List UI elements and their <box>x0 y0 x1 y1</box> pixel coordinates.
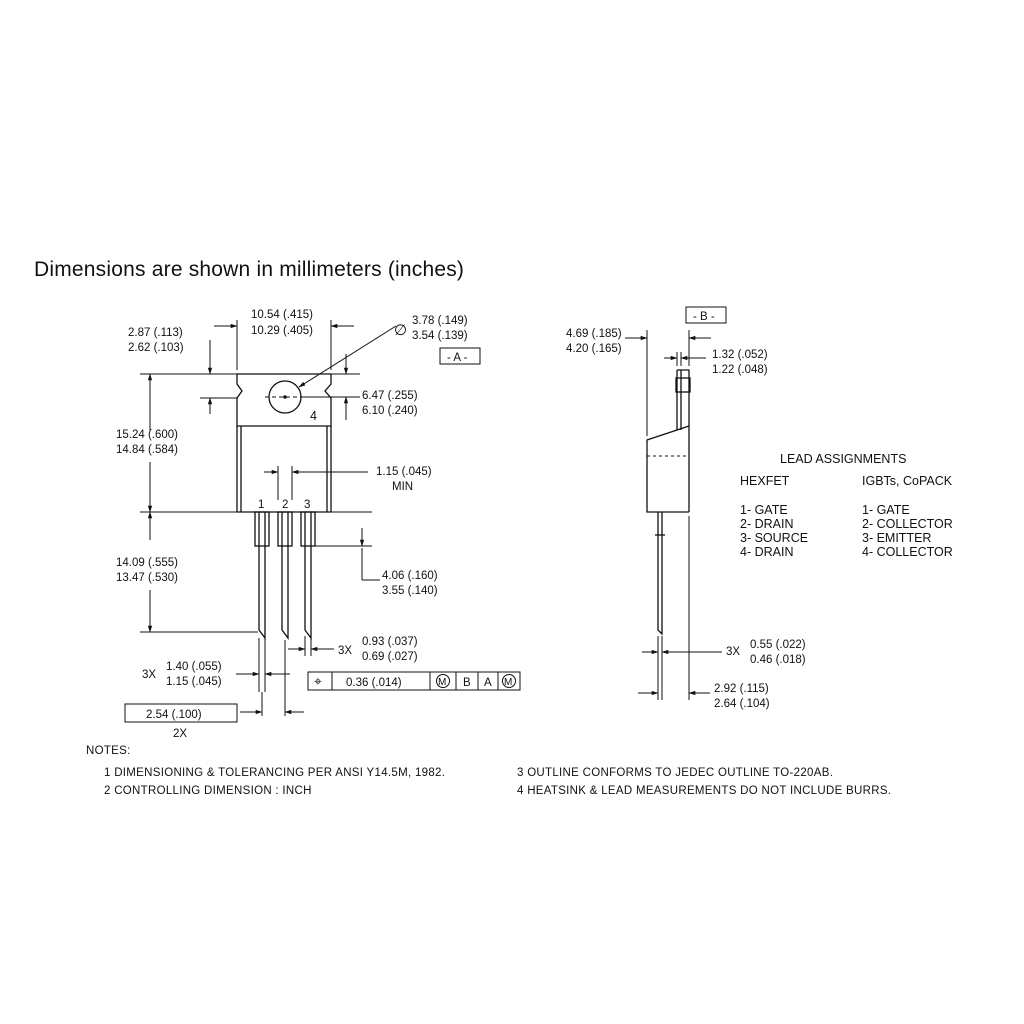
dim-lead-length: 14.09 (.555) 13.47 (.530) <box>116 511 258 633</box>
tab-thk-max: 2.87 (.113) <box>128 327 183 339</box>
note-3: 3 OUTLINE CONFORMS TO JEDEC OUTLINE TO-2… <box>517 767 833 779</box>
dim-body-height: 15.24 (.600) 14.84 (.584) <box>116 373 237 513</box>
datum-b-box: - B - <box>685 306 727 324</box>
tab-pin-label: 4 <box>310 409 317 423</box>
side-package-outline <box>646 369 691 513</box>
hole-dia-max: 3.78 (.149) <box>412 315 468 327</box>
hole-ctr-min: 6.10 (.240) <box>362 405 418 417</box>
side-lead <box>655 512 665 636</box>
lead-wid-max: 0.93 (.037) <box>362 636 418 648</box>
tab-min: 1.22 (.048) <box>712 364 768 376</box>
dim-lead-width-min: 1.15 (.045) MIN <box>264 466 432 500</box>
mounting-hole <box>265 380 305 414</box>
lead-assignments: LEAD ASSIGNMENTS HEXFET IGBTs, CoPACK 1-… <box>740 452 953 559</box>
note-4: 4 HEATSINK & LEAD MEASUREMENTS DO NOT IN… <box>517 785 891 797</box>
dim-lead-width: 3X 0.93 (.037) 0.69 (.027) <box>288 636 418 663</box>
stand-min: 2.64 (.104) <box>714 698 770 710</box>
hexfet-title: HEXFET <box>740 474 790 488</box>
page-heading: Dimensions are shown in millimeters (inc… <box>34 258 465 281</box>
depth-min: 4.20 (.165) <box>566 343 622 355</box>
lead-wid-qty: 3X <box>338 645 352 657</box>
lead-len-min: 13.47 (.530) <box>116 572 178 584</box>
lead-base-min: 1.15 (.045) <box>166 676 222 688</box>
pitch-qty: 2X <box>173 728 187 740</box>
dim-package-width: 10.54 (.415) 10.29 (.405) <box>214 309 354 370</box>
dim-lead-base: 3X 1.40 (.055) 1.15 (.045) <box>142 638 290 692</box>
datum-a-box: - A - <box>439 347 481 365</box>
dim-lead-thickness: 3X 0.55 (.022) 0.46 (.018) <box>642 636 806 700</box>
lead-thk-max: 0.55 (.022) <box>750 639 806 651</box>
dim-standoff: 2.92 (.115) 2.64 (.104) <box>638 516 770 710</box>
front-leads <box>254 511 316 640</box>
hole-dia-min: 3.54 (.139) <box>412 330 468 342</box>
side-view: 4.69 (.185) 4.20 (.165) - B - 1.32 (.052… <box>566 306 806 710</box>
height-min: 14.84 (.584) <box>116 444 178 456</box>
notes-title: NOTES: <box>86 745 131 757</box>
hexfet-item: 3- SOURCE <box>740 531 808 545</box>
datum-b-label: - B - <box>693 311 715 323</box>
lead-thk-qty: 3X <box>726 646 740 658</box>
dim-hole-center: 6.47 (.255) 6.10 (.240) <box>300 354 418 420</box>
pin-3-label: 3 <box>304 499 310 511</box>
mmc-icon-1: M <box>438 677 446 688</box>
igbt-title: IGBTs, CoPACK <box>862 474 953 488</box>
pin-1-label: 1 <box>258 499 264 511</box>
tab-max: 1.32 (.052) <box>712 349 768 361</box>
igbt-item: 4- COLLECTOR <box>862 545 953 559</box>
stand-max: 2.92 (.115) <box>714 683 769 695</box>
dim-hole-diameter: ∅ 3.78 (.149) 3.54 (.139) <box>298 315 468 388</box>
igbt-item: 1- GATE <box>862 503 910 517</box>
lead-assign-title: LEAD ASSIGNMENTS <box>780 452 906 466</box>
lead-w-min-word: MIN <box>392 481 413 493</box>
igbt-item: 2- COLLECTOR <box>862 517 953 531</box>
lead-wid-min: 0.69 (.027) <box>362 651 418 663</box>
depth-max: 4.69 (.185) <box>566 328 622 340</box>
tab-thk-min: 2.62 (.103) <box>128 342 184 354</box>
pitch-value: 2.54 (.100) <box>146 709 202 721</box>
height-max: 15.24 (.600) <box>116 429 178 441</box>
dim-lead-pitch: 2.54 (.100) 2X <box>124 640 304 740</box>
fcf-datum-b: B <box>463 677 471 689</box>
lead-base-qty: 3X <box>142 669 156 681</box>
pin-2-label: 2 <box>282 499 288 511</box>
dim-lead-shoulder: 4.06 (.160) 3.55 (.140) <box>315 511 438 597</box>
datum-a-label: - A - <box>447 352 468 364</box>
note-2: 2 CONTROLLING DIMENSION : INCH <box>104 785 312 797</box>
lead-base-max: 1.40 (.055) <box>166 661 222 673</box>
position-icon: ⌖ <box>314 673 322 689</box>
width-max: 10.54 (.415) <box>251 309 313 321</box>
diameter-symbol: ∅ <box>394 322 407 339</box>
dim-package-depth: 4.69 (.185) 4.20 (.165) <box>566 328 711 436</box>
mmc-icon-2: M <box>504 677 512 688</box>
igbt-item: 3- EMITTER <box>862 531 931 545</box>
fcf-datum-a: A <box>484 677 492 689</box>
hexfet-item: 1- GATE <box>740 503 788 517</box>
lead-len-max: 14.09 (.555) <box>116 557 178 569</box>
front-package-outline <box>236 373 332 513</box>
notes: NOTES: 1 DIMENSIONING & TOLERANCING PER … <box>86 745 891 797</box>
front-view: 4 1 2 3 10.54 (.415) 10.29 (.405) <box>116 309 521 740</box>
hexfet-item: 4- DRAIN <box>740 545 793 559</box>
dim-tab-thickness: 2.87 (.113) 2.62 (.103) <box>128 327 237 414</box>
fcf-tolerance: 0.36 (.014) <box>346 677 402 689</box>
lead-w-min-val: 1.15 (.045) <box>376 466 432 478</box>
feature-control-frame: ⌖ 0.36 (.014) M B A M <box>307 671 521 691</box>
shoulder-min: 3.55 (.140) <box>382 585 438 597</box>
lead-thk-min: 0.46 (.018) <box>750 654 806 666</box>
shoulder-max: 4.06 (.160) <box>382 570 438 582</box>
hole-ctr-max: 6.47 (.255) <box>362 390 418 402</box>
width-min: 10.29 (.405) <box>251 325 313 337</box>
dim-tab-thickness-side: 1.32 (.052) 1.22 (.048) <box>664 349 768 376</box>
hexfet-item: 2- DRAIN <box>740 517 793 531</box>
note-1: 1 DIMENSIONING & TOLERANCING PER ANSI Y1… <box>104 767 445 779</box>
